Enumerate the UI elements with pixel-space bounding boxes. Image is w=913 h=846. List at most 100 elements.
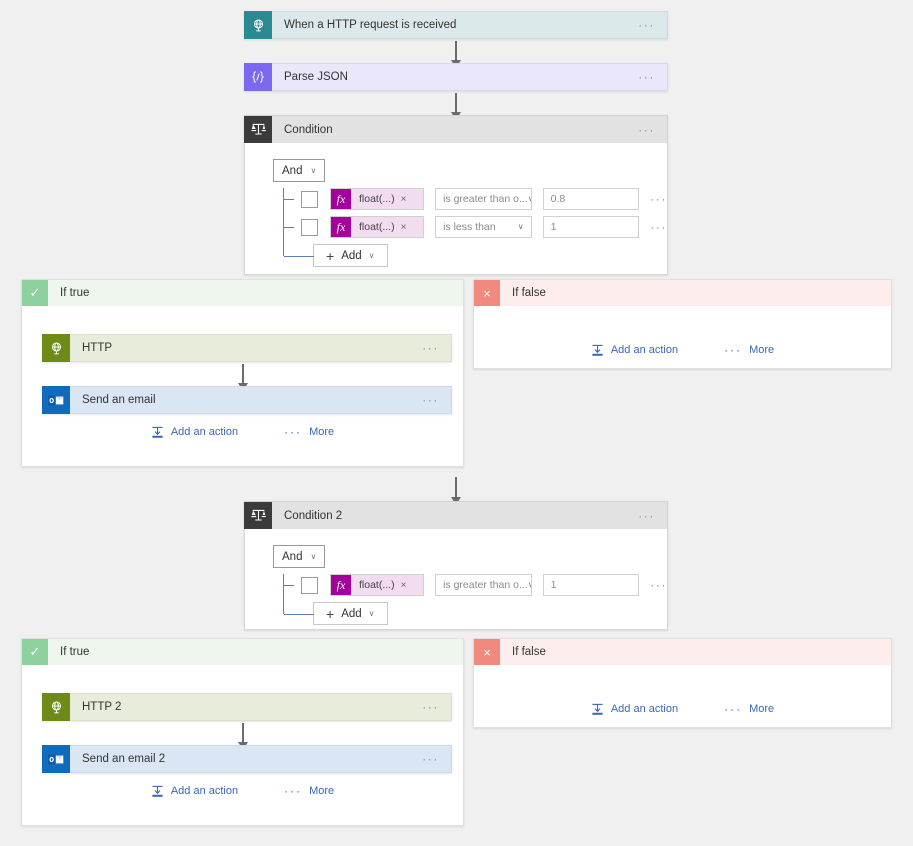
row-token-field[interactable]: fx float(...) ×: [330, 574, 425, 596]
card-send-email-2[interactable]: Send an email 2 ···: [42, 745, 452, 773]
condition-row: fx float(...) × is less than ∨ 1 ···: [273, 216, 667, 238]
row-token-field[interactable]: fx float(...) ×: [330, 216, 425, 238]
row-value-input[interactable]: 1: [542, 574, 640, 596]
logic-operator-label: And: [282, 164, 303, 177]
card-menu-button[interactable]: ···: [638, 18, 655, 32]
more-button[interactable]: ··· More: [724, 703, 774, 715]
row-menu-button[interactable]: ···: [650, 220, 667, 234]
add-an-action-button[interactable]: Add an action: [151, 785, 238, 798]
more-label: More: [309, 785, 335, 797]
row-operator-dropdown[interactable]: is greater than o... ∨: [435, 574, 532, 596]
condition-tree-stub: [283, 227, 294, 228]
more-label: More: [309, 426, 335, 438]
condition-tree-spine: [283, 188, 284, 256]
condition-tree-stub: [283, 585, 294, 586]
card-trigger-http-request[interactable]: When a HTTP request is received ···: [244, 11, 668, 39]
operator-label: is greater than o...: [443, 193, 528, 205]
add-an-action-label: Add an action: [170, 426, 239, 438]
branch-label: If true: [60, 287, 90, 299]
add-an-action-button[interactable]: Add an action: [151, 426, 238, 439]
condition-1-add-button[interactable]: + Add ∨: [284, 244, 388, 267]
operator-label: is greater than o...: [443, 579, 528, 591]
card-send-email-1[interactable]: Send an email ···: [42, 386, 452, 414]
card-title: When a HTTP request is received: [284, 19, 457, 31]
branch-footer: Add an action ··· More: [474, 697, 891, 721]
card-title: HTTP 2: [82, 701, 122, 713]
branch-footer: Add an action ··· More: [474, 338, 891, 362]
card-title: Condition 2: [284, 509, 343, 522]
card-menu-button[interactable]: ···: [638, 70, 655, 84]
card-condition-1-header[interactable]: Condition ···: [244, 115, 668, 144]
branch-label: If false: [512, 646, 546, 658]
branch-label: If false: [512, 287, 546, 299]
branch-1-if-false: × If false Add an action ··· More: [473, 279, 892, 369]
row-value-input[interactable]: 1: [542, 216, 640, 238]
condition-2-add-button[interactable]: + Add ∨: [284, 602, 388, 625]
chevron-down-icon: ∨: [528, 195, 531, 203]
checkmark-icon: ✓: [22, 639, 48, 665]
token-label: float(...): [359, 193, 395, 205]
more-button[interactable]: ··· More: [284, 785, 334, 797]
row-checkbox[interactable]: [301, 190, 318, 208]
globe-icon: [42, 334, 70, 362]
row-operator-dropdown[interactable]: is less than ∨: [435, 216, 532, 238]
outlook-icon: [42, 386, 70, 414]
token-remove-icon[interactable]: ×: [400, 193, 407, 205]
row-menu-button[interactable]: ···: [650, 578, 667, 592]
card-menu-button[interactable]: ···: [638, 508, 655, 523]
chevron-down-icon: ∨: [528, 581, 531, 589]
card-menu-button[interactable]: ···: [638, 122, 655, 137]
branch-header: × If false: [474, 280, 891, 306]
card-condition-2-header[interactable]: Condition 2 ···: [244, 501, 668, 530]
condition-row: fx float(...) × is greater than o... ∨ 1…: [273, 574, 667, 596]
branch-footer: Add an action ··· More: [22, 420, 463, 444]
globe-icon: [42, 693, 70, 721]
card-http-1[interactable]: HTTP ···: [42, 334, 452, 362]
condition-1-rows: fx float(...) × is greater than o... ∨ 0…: [273, 188, 667, 267]
row-token-field[interactable]: fx float(...) ×: [330, 188, 425, 210]
token-remove-icon[interactable]: ×: [400, 579, 407, 591]
add-an-action-button[interactable]: Add an action: [591, 703, 678, 716]
add-an-action-label: Add an action: [610, 344, 679, 356]
row-menu-button[interactable]: ···: [650, 192, 667, 206]
branch-2-if-true: ✓ If true HTTP 2 ···: [21, 638, 464, 826]
ellipsis-icon: ···: [284, 425, 303, 439]
card-menu-button[interactable]: ···: [422, 393, 439, 407]
condition-tree-stub: [283, 199, 294, 200]
condition-2-logic-dropdown[interactable]: And ∨: [273, 545, 326, 568]
condition-tree-stub: [284, 256, 314, 257]
branch-2-if-false: × If false Add an action ··· More: [473, 638, 892, 728]
globe-icon: [244, 11, 272, 39]
condition-tree-spine: [283, 574, 284, 614]
card-menu-button[interactable]: ···: [422, 752, 439, 766]
more-button[interactable]: ··· More: [284, 426, 334, 438]
condition-row: fx float(...) × is greater than o... ∨ 0…: [273, 188, 667, 210]
add-label: Add: [341, 607, 362, 620]
function-icon: fx: [331, 217, 351, 237]
card-parse-json[interactable]: Parse JSON ···: [244, 63, 668, 91]
row-operator-dropdown[interactable]: is greater than o... ∨: [435, 188, 532, 210]
chevron-down-icon: ∨: [368, 608, 375, 618]
row-value-input[interactable]: 0.8: [542, 188, 640, 210]
branch-footer: Add an action ··· More: [22, 779, 463, 803]
card-title: Send an email 2: [82, 753, 166, 765]
card-menu-button[interactable]: ···: [422, 700, 439, 714]
condition-1-panel: And ∨ fx float(...) × is: [244, 143, 668, 275]
card-http-2[interactable]: HTTP 2 ···: [42, 693, 452, 721]
more-label: More: [749, 344, 775, 356]
chevron-down-icon: ∨: [310, 551, 317, 561]
row-checkbox[interactable]: [301, 218, 318, 236]
card-title: Parse JSON: [284, 71, 348, 83]
branch-header: ✓ If true: [22, 639, 463, 665]
operator-label: is less than: [443, 221, 496, 233]
token-remove-icon[interactable]: ×: [400, 221, 407, 233]
branch-header: ✓ If true: [22, 280, 463, 306]
more-label: More: [749, 703, 775, 715]
row-checkbox[interactable]: [301, 576, 318, 594]
add-an-action-button[interactable]: Add an action: [591, 344, 678, 357]
card-menu-button[interactable]: ···: [422, 341, 439, 355]
condition-1-logic-dropdown[interactable]: And ∨: [273, 159, 326, 182]
card-title: Condition: [284, 123, 333, 136]
token-chip: float(...) ×: [351, 575, 424, 595]
more-button[interactable]: ··· More: [724, 344, 774, 356]
